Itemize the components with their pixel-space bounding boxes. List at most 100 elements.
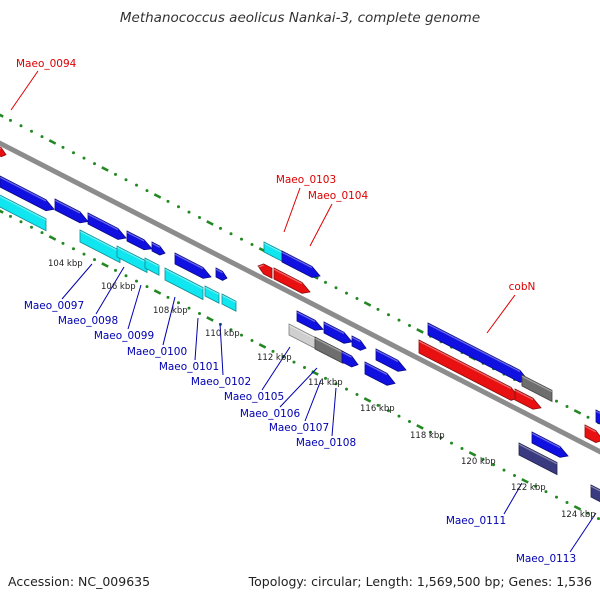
gene-maeo-0101[interactable]	[204, 285, 220, 304]
maeo-0108-leader	[331, 387, 337, 437]
maeo-0113-label[interactable]: Maeo_0113	[516, 553, 576, 565]
maeo-0100-label[interactable]: Maeo_0100	[127, 346, 187, 358]
ring-dot	[555, 399, 558, 403]
ring-dot	[72, 247, 75, 251]
gene-maeo-0104[interactable]	[273, 267, 311, 294]
gene-blue-edge[interactable]	[595, 409, 600, 425]
ring-dot	[124, 274, 128, 278]
gene-maeo-0100[interactable]	[164, 267, 204, 301]
cobn-label[interactable]: cobN	[509, 281, 536, 293]
ring-dot	[114, 172, 117, 176]
maeo-0111-label[interactable]: Maeo_0111	[446, 515, 506, 527]
ring-major-tick	[206, 220, 214, 226]
maeo-0097-label[interactable]: Maeo_0097	[24, 300, 84, 312]
gene-maeo-0102[interactable]	[221, 293, 237, 312]
maeo-0103-leader	[283, 187, 301, 233]
ring-dot	[30, 129, 33, 133]
maeo-0102-label[interactable]: Maeo_0102	[191, 376, 251, 388]
ring-dot	[61, 145, 65, 149]
gene-blue-e[interactable]	[151, 241, 166, 256]
ring-major-tick	[48, 139, 57, 145]
genome-backbone	[0, 140, 600, 455]
ring-dot	[334, 382, 338, 386]
ring-dot	[240, 333, 243, 337]
ring-major-tick	[416, 424, 424, 430]
ring-dot	[166, 199, 170, 203]
maeo-0100-leader	[162, 296, 176, 346]
gene-red-b[interactable]	[514, 388, 542, 410]
ring-dot	[187, 306, 191, 310]
ring-dot	[555, 495, 558, 499]
ring-major-tick	[153, 289, 162, 295]
gene-maeo-0107[interactable]	[341, 350, 359, 368]
gene-gray-a[interactable]	[521, 374, 553, 403]
gene-maeo-0113[interactable]	[590, 484, 600, 504]
maeo-0104-label[interactable]: Maeo_0104	[308, 190, 369, 202]
ring-dot	[544, 490, 548, 494]
lower-dotted-ring	[0, 209, 600, 521]
maeo-0098-label[interactable]: Maeo_0098	[58, 315, 118, 327]
ring-major-tick	[573, 409, 582, 415]
gene-maeo-0103[interactable]	[263, 241, 283, 262]
maeo-0108-label[interactable]: Maeo_0108	[296, 437, 356, 449]
ring-major-tick	[258, 343, 267, 349]
gene-blue-k[interactable]	[375, 348, 407, 372]
maeo-0107-label[interactable]: Maeo_0107	[269, 422, 329, 434]
maeo-0111-leader	[503, 482, 523, 515]
maeo-0105-label[interactable]: Maeo_0105	[224, 391, 284, 403]
ring-major-tick	[468, 451, 477, 457]
maeo-0106-label[interactable]: Maeo_0106	[240, 408, 301, 420]
gene-red-edge[interactable]	[584, 424, 600, 443]
ring-major-tick	[521, 478, 529, 484]
maeo-0099-label[interactable]: Maeo_0099	[94, 330, 154, 342]
gene-blue-j[interactable]	[351, 335, 367, 351]
ring-dot	[324, 376, 327, 380]
ring-dot	[534, 484, 537, 488]
ring-dot	[481, 457, 485, 461]
gene-maeo-0106[interactable]	[314, 336, 344, 365]
gene-blue-c[interactable]	[87, 212, 127, 240]
gene-maeo-0100-small[interactable]	[144, 257, 160, 276]
gene-maeo-0097[interactable]	[0, 192, 47, 232]
gene-maeo-0094[interactable]	[0, 144, 7, 158]
maeo-0094-label[interactable]: Maeo_0094	[16, 58, 77, 70]
ring-major-tick	[363, 397, 372, 403]
ring-major-tick	[101, 166, 109, 172]
gene-blue-i[interactable]	[323, 321, 353, 344]
ring-dot	[586, 415, 590, 419]
gene-red-a[interactable]	[257, 263, 273, 279]
ring-dot	[334, 286, 338, 290]
gene-blue-g[interactable]	[215, 267, 228, 281]
gene-maeo-0105-upper[interactable]	[296, 310, 324, 331]
gene-blue-d[interactable]	[126, 230, 153, 251]
ring-dot	[82, 252, 86, 256]
ring-dot	[145, 285, 149, 289]
gene-maeo-0111[interactable]	[518, 442, 558, 476]
gene-features	[0, 144, 600, 504]
gene-blue-l[interactable]	[531, 431, 569, 458]
tick-label: 112 kbp	[257, 353, 292, 363]
ring-dot	[9, 214, 12, 218]
tick-label: 108 kbp	[153, 306, 188, 316]
ring-dot	[345, 387, 348, 391]
maeo-0101-label[interactable]: Maeo_0101	[159, 361, 219, 373]
ring-dot	[450, 441, 453, 445]
gene-blue-a[interactable]	[0, 175, 55, 212]
ring-dot	[513, 473, 516, 477]
ring-major-tick	[416, 328, 424, 334]
gene-maeo-0108[interactable]	[364, 361, 396, 386]
gene-maeo-0098[interactable]	[79, 229, 121, 264]
ring-dot	[292, 360, 296, 364]
gene-blue-h[interactable]	[281, 250, 321, 278]
gene-maeo-0099[interactable]	[116, 245, 148, 274]
ring-dot	[229, 232, 233, 236]
gene-blue-f[interactable]	[174, 252, 212, 279]
ring-dot	[439, 436, 443, 440]
ring-dot	[397, 318, 401, 322]
maeo-0103-label[interactable]: Maeo_0103	[276, 174, 336, 186]
ring-major-tick	[48, 235, 57, 241]
gene-blue-b[interactable]	[54, 198, 89, 224]
ring-dot	[355, 393, 359, 397]
